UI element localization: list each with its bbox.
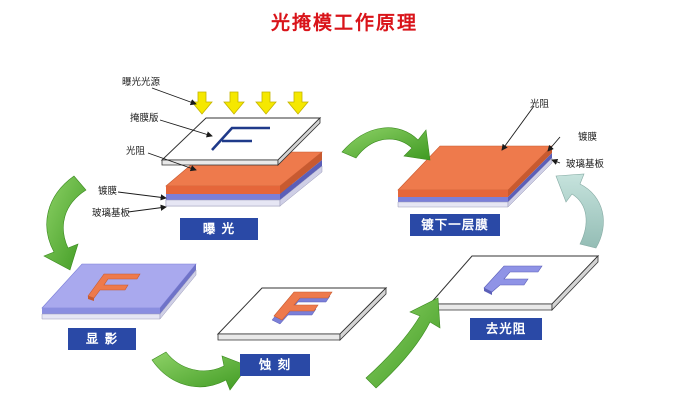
label-coating-right: 镀膜 xyxy=(578,132,598,143)
yellow-down-arrow-icon xyxy=(255,91,277,115)
step-coat-next-layer: 镀下一层膜 xyxy=(410,214,500,236)
mask-plate xyxy=(160,117,322,166)
curved-green-arrow-icon xyxy=(365,297,441,389)
label-glass-left: 玻璃基板 xyxy=(92,208,131,219)
yellow-down-arrow-icon xyxy=(287,91,309,115)
label-photoresist-right: 光阻 xyxy=(530,99,550,110)
letter-f-pattern xyxy=(211,126,270,151)
step-exposure: 曝 光 xyxy=(180,218,258,240)
step-etch: 蚀 刻 xyxy=(240,354,310,376)
label-photoresist-left: 光阻 xyxy=(126,146,146,157)
label-mask: 掩膜版 xyxy=(130,113,159,124)
curved-ghost-arrow-icon xyxy=(555,173,604,249)
curved-green-arrow-icon xyxy=(43,175,87,271)
label-exposure-light: 曝光光源 xyxy=(122,77,161,88)
develop-stack xyxy=(41,263,197,320)
etch-stack xyxy=(216,287,388,341)
curved-green-arrow-icon xyxy=(151,351,249,391)
label-coating-left: 镀膜 xyxy=(98,186,118,197)
diagram-title: 光掩模工作原理 xyxy=(270,12,418,34)
coat-stack xyxy=(397,145,553,208)
light-arrows-icon xyxy=(191,91,309,115)
label-glass-right: 玻璃基板 xyxy=(566,159,605,170)
curved-green-arrow-icon xyxy=(341,127,431,161)
strip-stack xyxy=(428,255,600,311)
step-develop: 显 影 xyxy=(68,328,136,350)
yellow-down-arrow-icon xyxy=(191,91,213,115)
yellow-down-arrow-icon xyxy=(223,91,245,115)
step-strip-resist: 去光阻 xyxy=(470,318,542,340)
